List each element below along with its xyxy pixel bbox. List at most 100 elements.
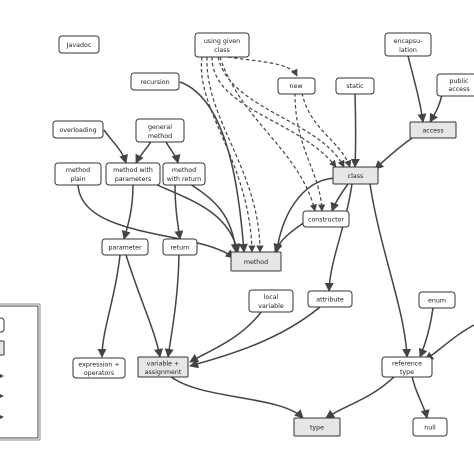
edge-class-to-reference-type bbox=[369, 183, 412, 358]
node-javadoc: Javadoc bbox=[58, 35, 100, 54]
edge-constructor-to-method bbox=[273, 221, 306, 253]
edge-new-to-class bbox=[301, 92, 352, 168]
edge-method-with-parameters-to-parameter bbox=[121, 183, 134, 240]
node-using-given-class: using given class bbox=[194, 32, 250, 58]
legend-frame bbox=[0, 305, 39, 439]
node-access-label: access bbox=[422, 128, 443, 135]
node-javadoc-label: Javadoc bbox=[66, 42, 92, 49]
node-null: null bbox=[412, 417, 448, 437]
node-general-method-label-2: method bbox=[148, 133, 172, 140]
node-encapsulation-label-1: encapsu- bbox=[394, 38, 423, 45]
node-encapsulation: encapsu- lation bbox=[384, 32, 432, 57]
node-constructor-label: constructor bbox=[308, 217, 344, 224]
edge-parameter-to-variable-assignment bbox=[125, 254, 163, 358]
node-variable-assignment-label-2: assignment bbox=[145, 369, 182, 376]
node-enum-label: enum bbox=[428, 298, 446, 305]
node-method-plain-label-2: plain bbox=[70, 176, 85, 183]
node-method-with-parameters: method with parameters bbox=[105, 162, 161, 186]
node-expression-operators-label-2: operators bbox=[84, 370, 114, 377]
node-new: new bbox=[277, 77, 316, 95]
edge-static-to-class bbox=[350, 93, 360, 168]
node-method-label: method bbox=[244, 259, 268, 266]
nodes: Javadoc using given class encapsu- latio… bbox=[52, 32, 474, 437]
node-reference-type: reference type bbox=[381, 356, 433, 378]
node-public-access: public access bbox=[436, 73, 474, 97]
edge-new-to-constructor bbox=[294, 92, 326, 212]
node-reference-type-label-1: reference bbox=[392, 361, 422, 368]
node-public-access-label-2: access bbox=[448, 86, 469, 93]
node-local-variable-label-1: local bbox=[264, 294, 279, 301]
edge-using-given-class-to-class-1 bbox=[211, 56, 337, 168]
edge-method-with-return-to-method bbox=[189, 183, 240, 253]
edge-method-with-return-to-return bbox=[174, 183, 184, 240]
edge-reference-type-to-type bbox=[325, 375, 396, 419]
node-method-with-parameters-label-2: parameters bbox=[115, 176, 152, 183]
node-recursion: recursion bbox=[130, 72, 180, 91]
node-static-label: static bbox=[346, 83, 364, 90]
legend-frame-inner bbox=[0, 303, 41, 441]
node-method-with-parameters-label-1: method with bbox=[113, 167, 153, 174]
node-attribute: attribute bbox=[307, 290, 353, 308]
node-method-with-return-label-1: method bbox=[172, 167, 196, 174]
node-using-given-class-label-2: class bbox=[214, 47, 230, 54]
legend-edge-arrowhead-1 bbox=[0, 374, 4, 378]
edge-class-to-attribute bbox=[324, 183, 353, 292]
legend bbox=[0, 303, 41, 441]
node-null-label: null bbox=[424, 425, 436, 432]
node-class-label: class bbox=[348, 173, 364, 180]
node-public-access-label-1: public bbox=[450, 78, 469, 85]
node-general-method-label-1: general bbox=[148, 124, 172, 131]
node-new-label: new bbox=[289, 83, 302, 90]
node-overloading: overloading bbox=[52, 120, 104, 139]
node-type: type bbox=[293, 417, 341, 437]
legend-edge-arrowhead-3 bbox=[0, 415, 4, 419]
edge-enum-to-reference-type bbox=[418, 307, 434, 358]
node-return: return bbox=[162, 238, 198, 256]
edge-overloading-to-method-with-parameters bbox=[103, 129, 128, 164]
node-local-variable-label-2: variable bbox=[258, 303, 284, 310]
node-parameter: parameter bbox=[101, 238, 149, 256]
edge-access-to-class bbox=[374, 137, 413, 170]
node-variable-assignment: variable + assignment bbox=[137, 356, 189, 378]
node-using-given-class-label-1: using given bbox=[204, 38, 240, 45]
node-return-label: return bbox=[170, 245, 189, 252]
node-static: static bbox=[335, 77, 375, 95]
edge-method-plain-to-method bbox=[77, 183, 235, 259]
node-overloading-label: overloading bbox=[59, 127, 96, 134]
node-expression-operators-label-1: expression + bbox=[78, 362, 119, 369]
edge-using-given-class-to-new bbox=[227, 56, 298, 77]
legend-rounded-node-sample bbox=[0, 317, 5, 333]
edge-reference-type-to-null bbox=[411, 375, 430, 419]
edge-general-method-to-method-with-parameters bbox=[135, 139, 153, 164]
edge-recursion-to-method bbox=[179, 81, 248, 253]
edge-using-given-class-to-constructor bbox=[219, 56, 317, 212]
edge-using-given-class-to-class-2 bbox=[217, 56, 345, 168]
node-encapsulation-label-2: lation bbox=[399, 47, 417, 54]
node-recursion-label: recursion bbox=[140, 79, 169, 86]
node-parameter-label: parameter bbox=[108, 245, 142, 252]
edge-using-given-class-to-method-1 bbox=[200, 56, 256, 253]
node-method-plain-label-1: method bbox=[66, 167, 90, 174]
node-general-method: general method bbox=[135, 118, 185, 143]
node-reference-type-label-2: type bbox=[400, 369, 414, 376]
node-method: method bbox=[230, 251, 282, 272]
node-constructor: constructor bbox=[302, 210, 350, 228]
edge-class-to-method bbox=[273, 177, 336, 253]
legend-edge-arrowhead-2 bbox=[0, 394, 4, 398]
node-type-label: type bbox=[310, 425, 324, 432]
node-class: class bbox=[332, 166, 379, 185]
node-access: access bbox=[409, 121, 457, 139]
edge-variable-assignment-to-type bbox=[169, 375, 304, 419]
edge-class-to-constructor bbox=[330, 183, 349, 212]
edge-encapsulation-to-access bbox=[407, 55, 427, 123]
edge-general-method-to-method-with-return bbox=[164, 139, 181, 164]
node-method-plain: method plain bbox=[54, 162, 102, 186]
edge-attribute-to-variable-assignment bbox=[189, 306, 321, 369]
node-variable-assignment-label-1: variable + bbox=[147, 361, 180, 368]
edge-using-given-class-to-method-2 bbox=[206, 56, 264, 253]
node-enum: enum bbox=[418, 291, 456, 309]
node-expression-operators: expression + operators bbox=[72, 357, 126, 379]
node-method-with-return: method with return bbox=[162, 162, 206, 186]
edge-offscreen-to-reference-type bbox=[424, 324, 474, 361]
